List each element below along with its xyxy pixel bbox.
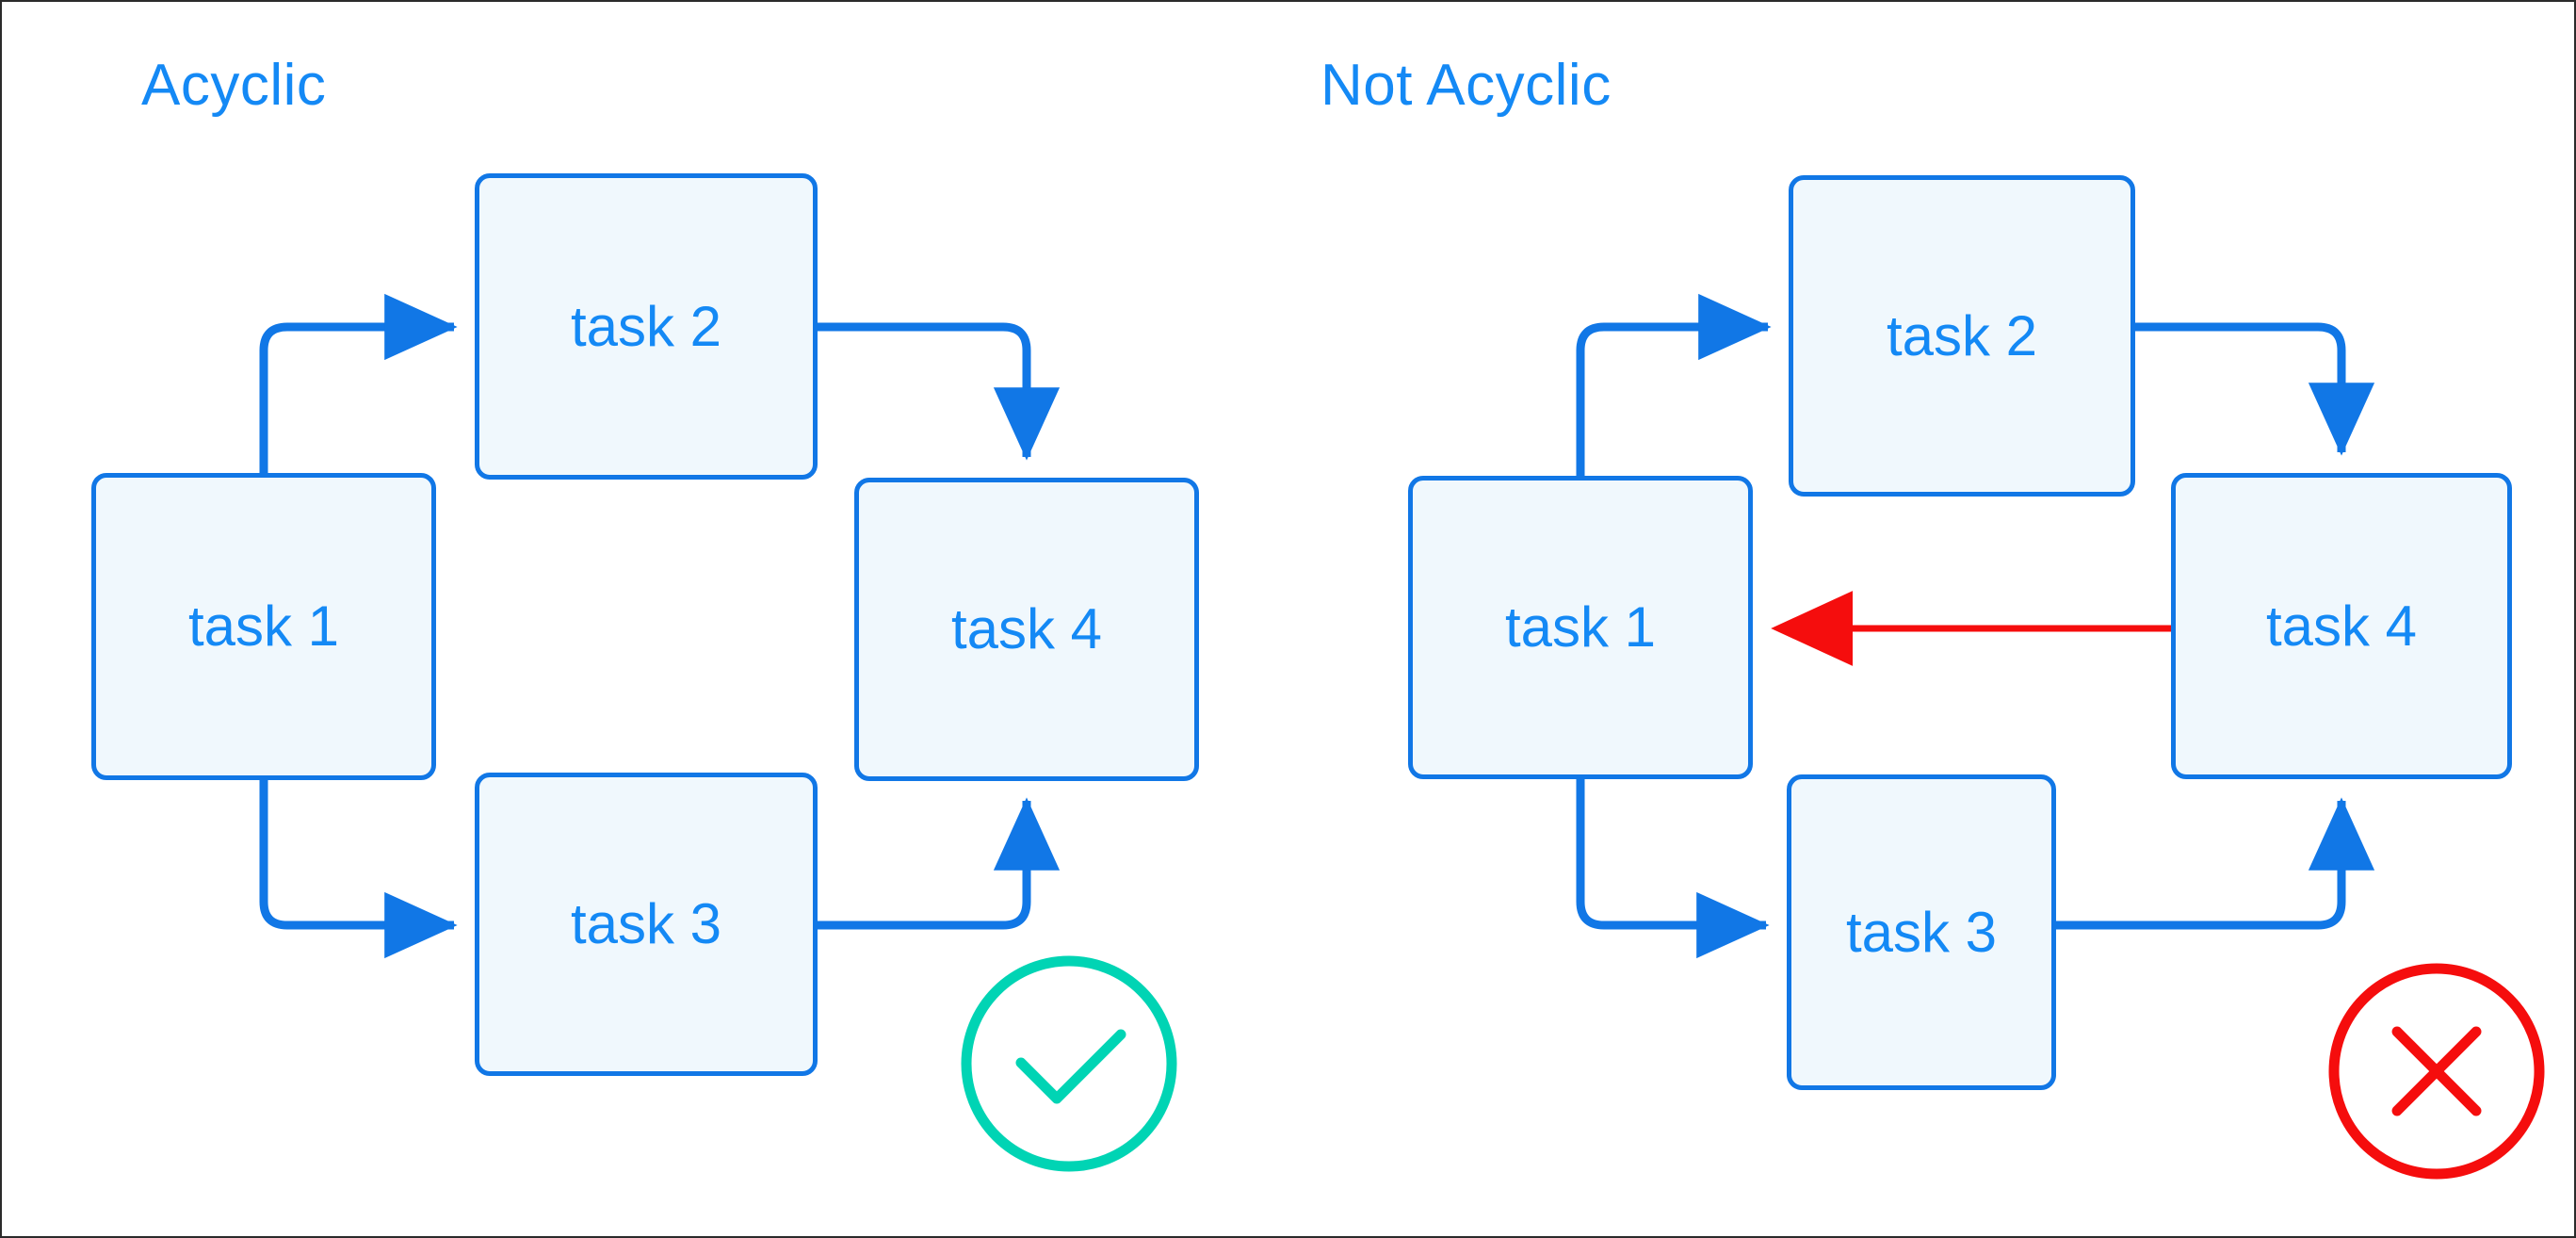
node-label: task 2 — [570, 294, 722, 358]
node-not-acyclic-task1[interactable]: task 1 — [1408, 476, 1753, 779]
node-label: task 2 — [1886, 303, 2038, 367]
edge-acyclic-task1-to-task3 — [259, 780, 458, 959]
panel-title-acyclic: Acyclic — [141, 53, 327, 118]
check-circle-icon — [959, 953, 1179, 1174]
node-not-acyclic-task2[interactable]: task 2 — [1789, 175, 2135, 497]
node-label: task 1 — [187, 595, 340, 658]
node-not-acyclic-task4[interactable]: task 4 — [2171, 473, 2512, 779]
node-label: task 4 — [2265, 594, 2418, 658]
edge-not-acyclic-task1-to-task2 — [1576, 293, 1772, 476]
node-acyclic-task2[interactable]: task 2 — [475, 173, 818, 480]
edge-acyclic-task2-to-task4 — [818, 322, 1061, 461]
node-acyclic-task4[interactable]: task 4 — [854, 478, 1199, 781]
node-not-acyclic-task3[interactable]: task 3 — [1787, 774, 2056, 1090]
node-label: task 1 — [1504, 595, 1657, 659]
node-label: task 3 — [1845, 900, 1998, 964]
panel-title-not-acyclic: Not Acyclic — [1320, 53, 1612, 118]
node-acyclic-task1[interactable]: task 1 — [91, 473, 436, 780]
edge-not-acyclic-task2-to-task4 — [2135, 322, 2375, 456]
edge-not-acyclic-task3-to-task4 — [2056, 797, 2375, 930]
node-label: task 3 — [570, 892, 722, 955]
node-acyclic-task3[interactable]: task 3 — [475, 773, 818, 1076]
edge-acyclic-task3-to-task4 — [818, 797, 1061, 930]
edge-not-acyclic-task1-to-task3 — [1576, 779, 1770, 959]
node-label: task 4 — [950, 597, 1103, 660]
x-circle-icon — [2326, 961, 2547, 1181]
edge-acyclic-task1-to-task2 — [259, 293, 458, 473]
